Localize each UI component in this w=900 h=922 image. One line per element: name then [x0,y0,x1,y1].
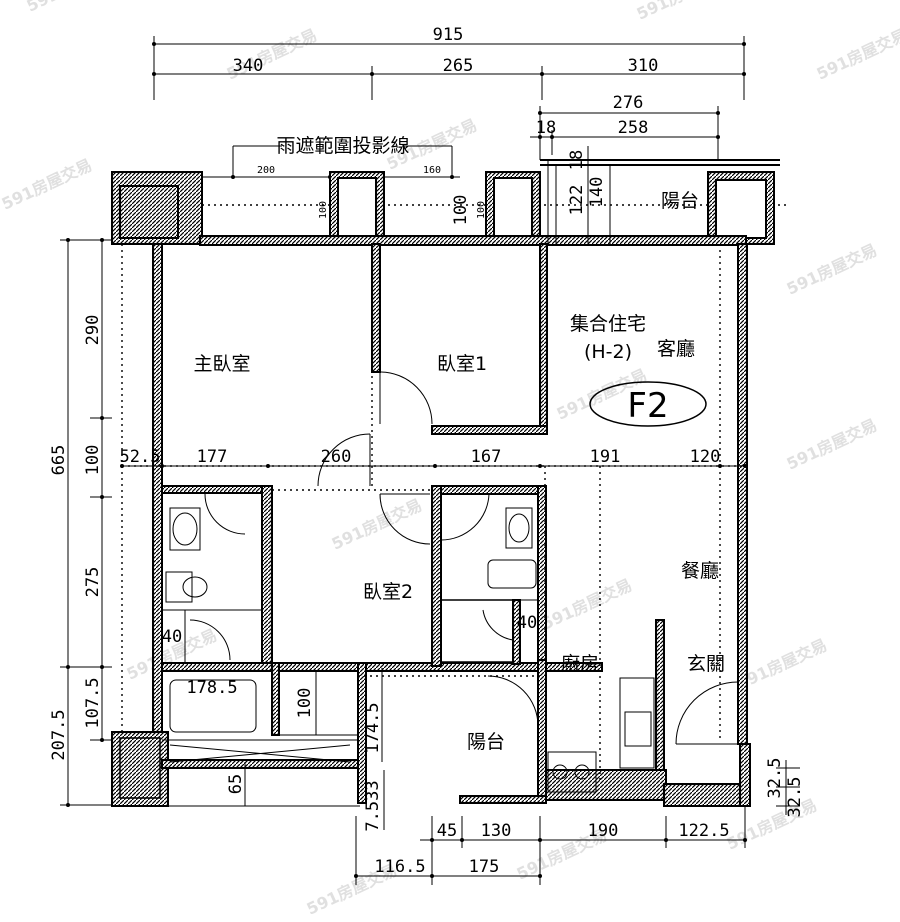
bottom-dimensions: 45 130 190 122.5 116.5 175 [354,806,747,885]
dim-mid-seg3: 260 [321,447,352,467]
dim-left-seg5: 207.5 [49,709,69,760]
dim-balcony-depth2: 122 [567,185,587,216]
label-balcony-bottom: 陽台 [467,731,505,753]
watermark-text: 591房屋交易 [784,240,880,298]
room-labels: 主臥室 臥室1 臥室2 客廳 餐廳 廚房 玄關 陽台 陽台 集合住宅 (H-2)… [193,190,725,753]
dim-left-total: 665 [49,445,69,476]
mid-dimensions: 52.5 177 260 167 191 120 [120,447,747,468]
watermark-text: 591房屋交易 [24,0,120,16]
dim-wall-gap1: 100 [318,201,329,219]
watermark-text: 591房屋交易 [329,495,425,553]
unit-label-line1: 集合住宅 [570,313,646,335]
dim-balcony-depth1: 18 [567,150,587,170]
dim-wall-gap3: 100 [476,201,487,219]
dim-left-seg3: 275 [83,567,103,598]
dim-bath-40b: 40 [517,613,537,633]
dim-mid-seg4: 167 [471,447,502,467]
dim-balcony-depth3: 140 [587,177,607,208]
watermark-text: 591房屋交易 [734,635,830,693]
left-dimensions: 665 290 100 275 107.5 207.5 [49,238,112,807]
dim-total-width: 915 [433,25,464,45]
dim-bottom-65: 65 [226,774,246,794]
dim-wall-gap2: 100 [451,195,471,226]
dim-top-seg3: 310 [628,56,659,76]
dim-right-32b: 32.5 [785,777,805,818]
sink-fixture [169,507,201,551]
dim-mid-seg5: 191 [590,447,621,467]
label-entrance: 玄關 [687,653,725,675]
dim-left-seg4: 107.5 [83,677,103,728]
interior-dimensions: 100 100 100 18 122 140 40 40 178.5 100 1… [162,146,611,832]
dim-mid-seg6: 120 [690,447,721,467]
dim-mid-seg2: 177 [197,447,228,467]
dim-bottom-seg2: 130 [481,821,512,841]
watermark-text: 591房屋交易 [814,25,900,83]
walls [111,159,780,807]
dim-bottom2-seg1: 116.5 [374,857,425,877]
top-dimensions: 915 340 265 310 276 18 258 [152,25,746,160]
dim-balcony-seg2: 258 [618,118,649,138]
watermark-text: 591房屋交易 [634,0,730,24]
dim-mid-seg1: 52.5 [120,447,161,467]
dim-balcony-174: 174.5 [363,702,383,753]
dim-corridor-100: 100 [295,688,315,719]
unit-label-line2: (H-2) [584,341,632,363]
canopy-label: 雨遮範圍投影線 [276,135,409,157]
dim-balcony-width: 276 [613,93,644,113]
dim-bath-178: 178.5 [186,678,237,698]
label-bedroom2: 臥室2 [363,581,413,603]
unit-badge-ellipse [589,381,707,427]
right-dimensions: 32.5 32.5 [765,758,805,818]
dim-bath-40a: 40 [162,627,182,647]
dim-bottom-seg1: 45 [437,821,457,841]
dim-top-seg2: 265 [443,56,474,76]
watermark-text: 591房屋交易 [0,155,95,213]
dim-right-32a: 32.5 [765,758,785,799]
dim-canopy-left: 200 [257,165,275,176]
label-bedroom1: 臥室1 [437,353,487,375]
dim-balcony-seg1: 18 [536,118,556,138]
dim-canopy-right: 160 [423,165,441,176]
dim-bottom-seg4: 122.5 [678,821,729,841]
dim-left-seg1: 290 [83,315,103,346]
label-living-room: 客廳 [657,338,695,360]
canopy-projection: 雨遮範圍投影線 200 160 [203,135,460,179]
watermark-text: 591房屋交易 [784,415,880,473]
dim-bottom2-seg2: 175 [469,857,500,877]
dim-left-seg2: 100 [83,445,103,476]
dim-bottom-seg3: 190 [588,821,619,841]
watermark-text: 591房屋交易 [539,575,635,633]
dim-top-seg1: 340 [233,56,264,76]
unit-badge: F2 [627,386,668,426]
label-dining-room: 餐廳 [681,560,719,582]
label-kitchen: 廚房 [561,652,599,675]
dim-bottom-7533: 7.533 [363,780,383,831]
label-master-bedroom: 主臥室 [193,353,250,375]
label-balcony-top: 陽台 [661,190,699,212]
